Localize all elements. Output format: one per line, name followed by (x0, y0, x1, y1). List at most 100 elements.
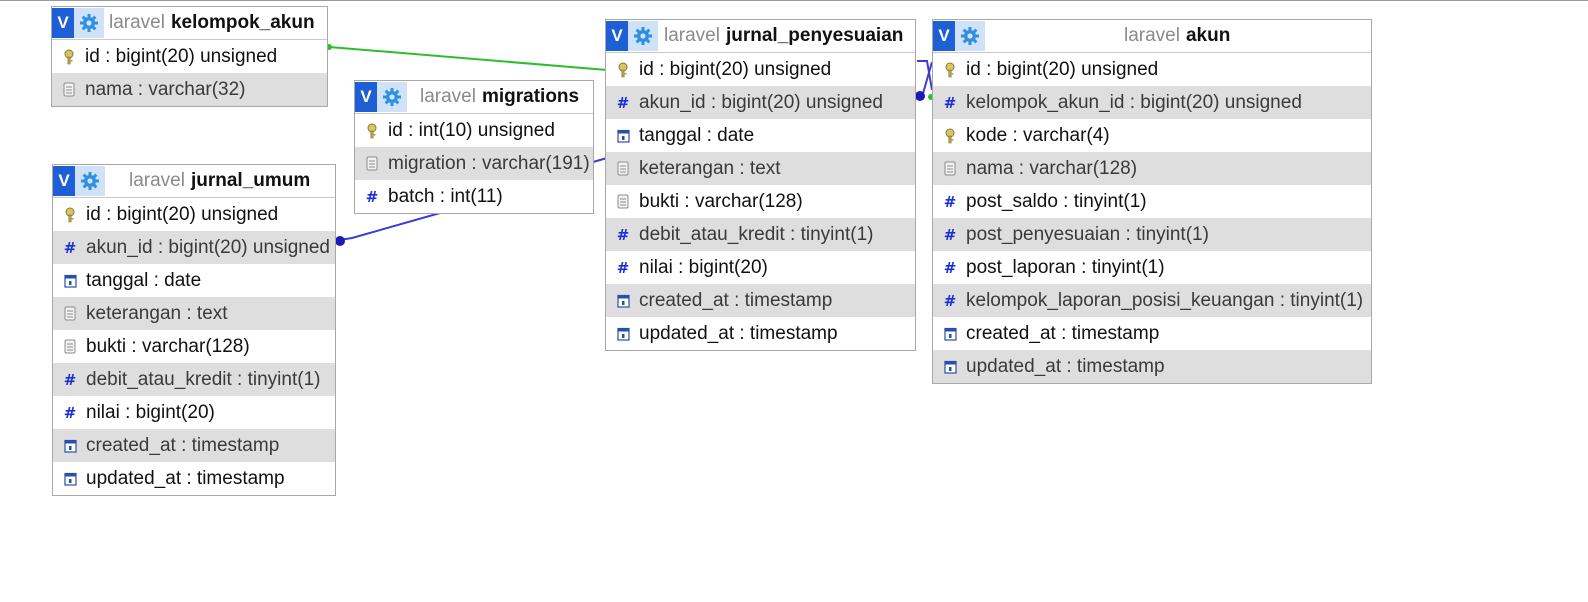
column-label: tanggal : date (86, 269, 202, 291)
column-label: created_at : timestamp (86, 434, 280, 456)
column-label: updated_at : timestamp (966, 355, 1165, 377)
numeric-column-icon: # (943, 258, 957, 277)
column-label: batch : int(11) (388, 185, 503, 207)
toggle-columns-button[interactable]: V (355, 82, 377, 112)
column-row[interactable]: created_at : timestamp (933, 317, 1371, 350)
column-label: updated_at : timestamp (86, 467, 285, 489)
key-icon (614, 61, 632, 79)
table-name: jurnal_umum (190, 170, 311, 191)
column-row[interactable]: updated_at : timestamp (53, 462, 335, 495)
column-label: post_laporan : tinyint(1) (966, 256, 1165, 278)
column-row[interactable]: nama : varchar(128) (933, 152, 1371, 185)
table-name: migrations (481, 86, 580, 107)
column-row[interactable]: #batch : int(11) (355, 180, 593, 213)
column-row[interactable]: keterangan : text (53, 297, 335, 330)
relation-endpoint (335, 236, 345, 246)
column-label: id : bigint(20) unsigned (86, 203, 279, 225)
text-column-icon (363, 155, 381, 173)
column-row[interactable]: # nilai : bigint(20) (53, 396, 335, 429)
column-row[interactable]: # nilai : bigint(20) (606, 251, 915, 284)
column-label: bukti : varchar(128) (639, 190, 803, 212)
numeric-column-icon: # (616, 225, 630, 244)
column-label: nilai : bigint(20) (86, 401, 215, 423)
settings-gear-icon[interactable] (75, 166, 105, 196)
column-row[interactable]: id : bigint(20) unsigned (933, 53, 1371, 86)
column-row[interactable]: created_at : timestamp (606, 284, 915, 317)
text-column-icon (61, 338, 79, 356)
column-label: kelompok_akun_id : bigint(20) unsigned (966, 91, 1302, 113)
column-row[interactable]: nama : varchar(32) (52, 73, 327, 106)
column-label: created_at : timestamp (639, 289, 833, 311)
database-name: laravel (109, 12, 165, 33)
column-row[interactable]: #akun_id : bigint(20) unsigned (53, 231, 335, 264)
relation-line-akun-link (917, 61, 933, 98)
numeric-column-icon: # (943, 291, 957, 310)
date-column-icon (614, 292, 632, 310)
toggle-columns-button[interactable]: V (53, 166, 75, 196)
text-column-icon (941, 160, 959, 178)
settings-gear-icon[interactable] (377, 82, 407, 112)
toggle-columns-button[interactable]: V (52, 8, 74, 38)
column-label: id : bigint(20) unsigned (966, 58, 1159, 80)
column-label: kode : varchar(4) (966, 124, 1110, 146)
column-label: keterangan : text (86, 302, 228, 324)
column-row[interactable]: # kelompok_laporan_posisi_keuangan : tiny… (933, 284, 1371, 317)
column-row[interactable]: #post_saldo : tinyint(1) (933, 185, 1371, 218)
key-icon (363, 122, 381, 140)
column-row[interactable]: updated_at : timestamp (933, 350, 1371, 383)
relation-line-jurnal-penyesuaian-akun (917, 60, 933, 91)
column-row[interactable]: id : bigint(20) unsigned (52, 40, 327, 73)
column-row[interactable]: id : bigint(20) unsigned (606, 53, 915, 86)
column-label: tanggal : date (639, 124, 755, 146)
column-row[interactable]: bukti : varchar(128) (606, 185, 915, 218)
column-label: id : bigint(20) unsigned (85, 45, 278, 67)
key-icon (941, 127, 959, 145)
column-label: nilai : bigint(20) (639, 256, 768, 278)
database-name: laravel (420, 86, 476, 107)
column-row[interactable]: #akun_id : bigint(20) unsigned (606, 86, 915, 119)
column-row[interactable]: created_at : timestamp (53, 429, 335, 462)
column-row[interactable]: id : int(10) unsigned (355, 114, 593, 147)
column-row[interactable]: #debit_atau_kredit : tinyint(1) (53, 363, 335, 396)
column-row[interactable]: #kelompok_akun_id : bigint(20) unsigned (933, 86, 1371, 119)
settings-gear-icon[interactable] (628, 21, 658, 51)
toggle-columns-button[interactable]: V (933, 21, 955, 51)
column-label: updated_at : timestamp (639, 322, 838, 344)
settings-gear-icon[interactable] (74, 8, 104, 38)
table-name: akun (1185, 25, 1231, 46)
column-label: debit_atau_kredit : tinyint(1) (86, 368, 321, 390)
column-row[interactable]: tanggal : date (53, 264, 335, 297)
column-row[interactable]: #post_penyesuaian : tinyint(1) (933, 218, 1371, 251)
numeric-column-icon: # (63, 403, 77, 422)
numeric-column-icon: # (616, 258, 630, 277)
column-row[interactable]: bukti : varchar(128) (53, 330, 335, 363)
column-row[interactable]: keterangan : text (606, 152, 915, 185)
column-label: kelompok_laporan_posisi_keuangan : tinyi… (966, 289, 1364, 311)
column-row[interactable]: # post_laporan : tinyint(1) (933, 251, 1371, 284)
key-icon (61, 206, 79, 224)
column-row[interactable]: migration : varchar(191) (355, 147, 593, 180)
column-row[interactable]: updated_at : timestamp (606, 317, 915, 350)
column-row[interactable]: tanggal : date (606, 119, 915, 152)
column-row[interactable]: id : bigint(20) unsigned (53, 198, 335, 231)
column-row[interactable]: #debit_atau_kredit : tinyint(1) (606, 218, 915, 251)
settings-gear-icon[interactable] (955, 21, 985, 51)
toggle-columns-button[interactable]: V (606, 21, 628, 51)
column-row[interactable]: kode : varchar(4) (933, 119, 1371, 152)
text-column-icon (614, 193, 632, 211)
top-border (0, 0, 1588, 1)
